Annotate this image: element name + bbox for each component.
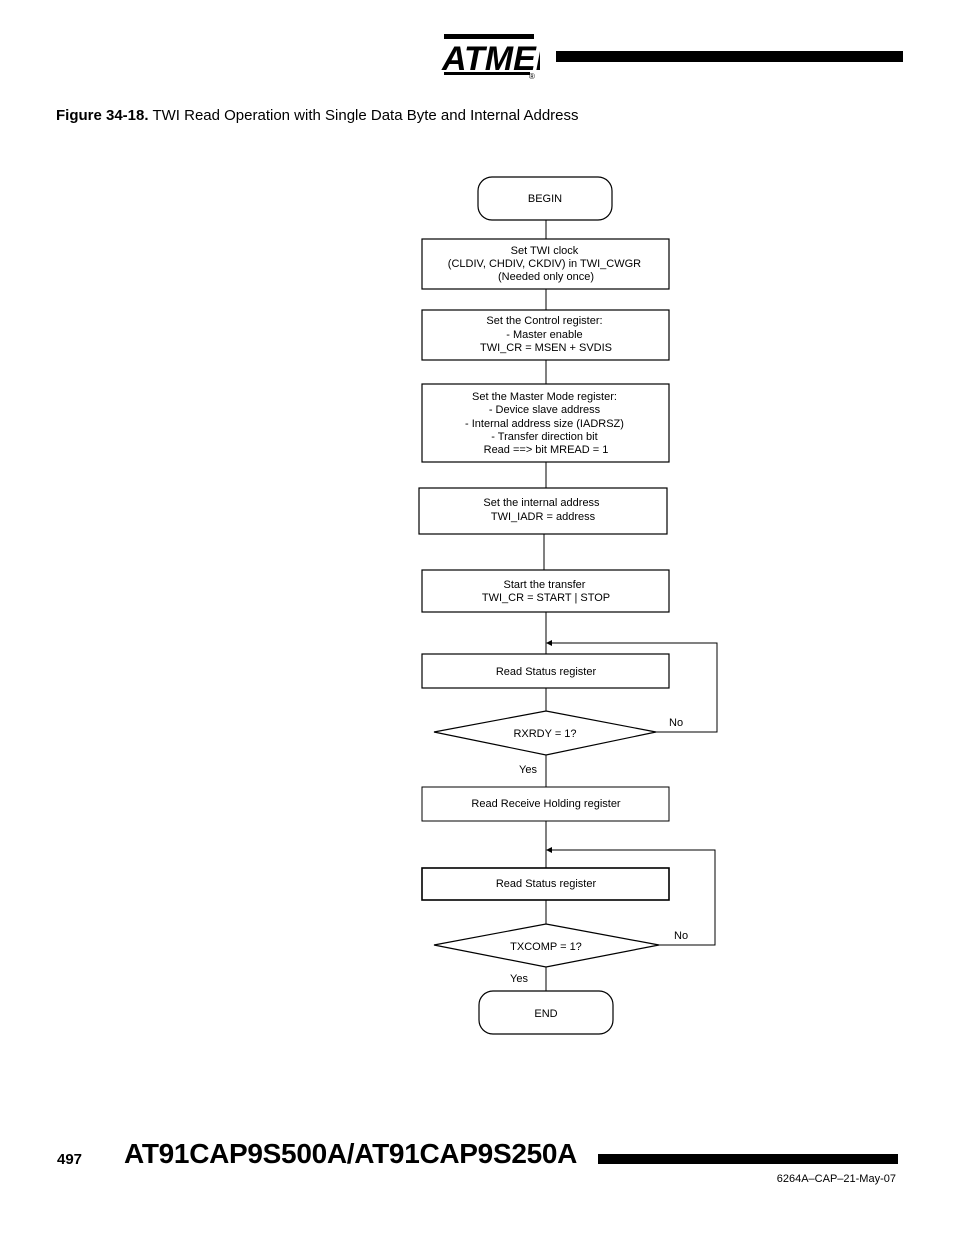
- loop-back-rxrdy: [550, 642, 718, 733]
- read-receive-holding-register-box: [421, 786, 670, 822]
- start-transfer-text: Start the transfer TWI_CR = START | STOP: [482, 579, 610, 604]
- logo-top-bar: [444, 34, 534, 39]
- read-status-register-text-1: Read Status register: [496, 666, 597, 678]
- internal-address-text: Set the internal address TWI_IADR = addr…: [483, 497, 602, 523]
- txcomp-decision-label: TXCOMP = 1?: [510, 941, 582, 953]
- start-transfer-box: [421, 569, 670, 613]
- set-twi-clock-box: [421, 238, 670, 290]
- rxrdy-decision: [433, 710, 657, 756]
- page-number: 497: [57, 1151, 83, 1168]
- atmel-logo: ATMEL ®: [441, 34, 540, 80]
- arrowhead: [546, 640, 552, 646]
- figure-caption: Figure 34-18. TWI Read Operation with Si…: [56, 107, 579, 124]
- logo-text: ATMEL: [441, 40, 540, 78]
- end-label: END: [534, 1008, 557, 1020]
- master-mode-register-box: [421, 383, 670, 463]
- document-title: AT91CAP9S500A/AT91CAP9S250A: [124, 1138, 578, 1169]
- control-register-box: [421, 309, 670, 361]
- arrowhead: [546, 847, 552, 853]
- master-mode-register-text: Set the Master Mode register: - Device s…: [465, 391, 627, 456]
- end-terminal: [478, 990, 614, 1035]
- footer-rule: [598, 1154, 898, 1164]
- document-code: 6264A–CAP–21-May-07: [776, 1173, 896, 1185]
- internal-address-box: [418, 487, 668, 535]
- txcomp-yes-label: Yes: [510, 973, 528, 985]
- set-twi-clock-text: Set TWI clock (CLDIV, CHDIV, CKDIV) in T…: [448, 245, 644, 283]
- logo-bottom-bar: [444, 72, 530, 75]
- read-receive-holding-register-text: Read Receive Holding register: [471, 798, 621, 810]
- logo-registered-mark: ®: [529, 72, 535, 80]
- rxrdy-no-label: No: [669, 717, 683, 729]
- begin-label: BEGIN: [528, 193, 562, 205]
- txcomp-decision: [433, 923, 660, 968]
- rxrdy-yes-label: Yes: [519, 764, 537, 776]
- header-rule: [556, 51, 903, 62]
- control-register-text: Set the Control register: - Master enabl…: [480, 315, 612, 354]
- figure-label: Figure 34-18.: [56, 107, 149, 124]
- begin-terminal: [477, 176, 613, 221]
- loop-back-txcomp: [550, 849, 716, 946]
- rxrdy-decision-label: RXRDY = 1?: [513, 728, 576, 740]
- read-status-register-box-1: [421, 653, 670, 689]
- txcomp-no-label: No: [674, 930, 688, 942]
- figure-title: TWI Read Operation with Single Data Byte…: [152, 107, 579, 124]
- read-status-register-text-2: Read Status register: [496, 878, 597, 890]
- arrowheads: [546, 640, 552, 853]
- connector-lines: [543, 220, 718, 991]
- read-status-register-box-2: [421, 867, 670, 901]
